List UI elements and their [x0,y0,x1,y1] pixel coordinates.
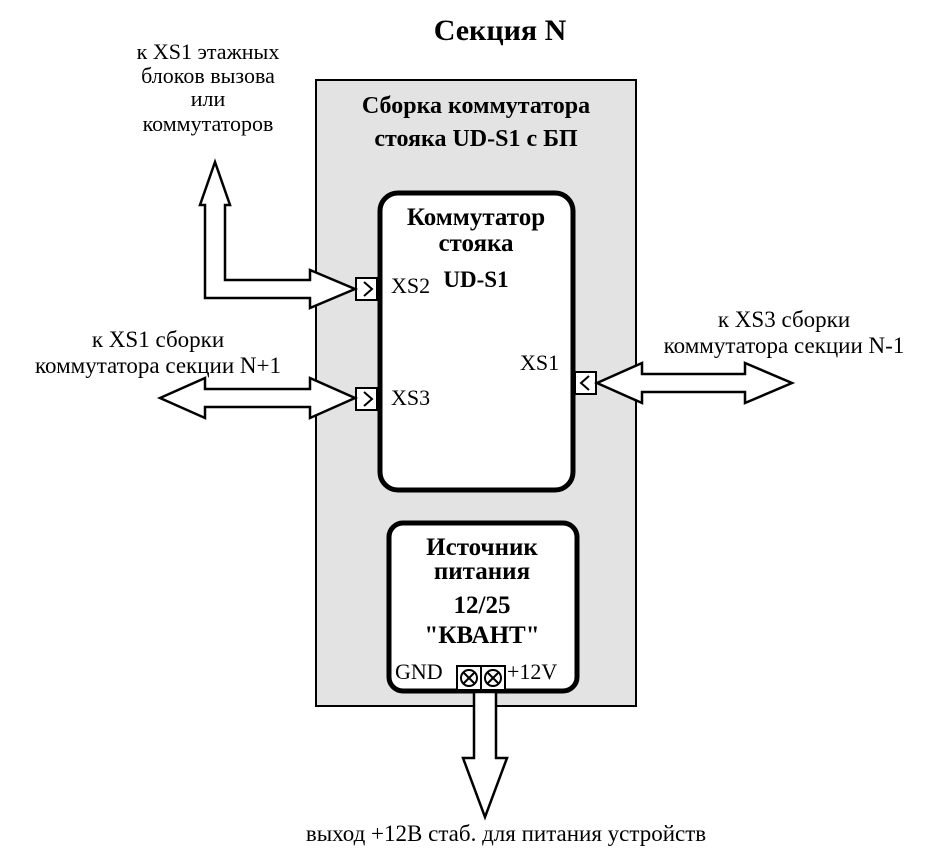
psu-label-4: "КВАНТ" [424,622,539,649]
switch-label-2: стояка [438,230,514,257]
top-left-label-2: блоков вызова [141,63,275,88]
terminal-12v-icon [480,665,506,691]
top-left-label-4: коммутаторов [143,111,274,136]
assembly-label-2: стояка UD-S1 с БП [374,126,578,152]
arrow-to-xs2 [198,158,359,310]
terminal-gnd-icon [456,665,482,691]
switch-box [377,190,576,493]
top-left-label-3: или [191,86,226,111]
port-xs2-label: XS2 [391,273,430,298]
right-label-2: коммутатора секции N-1 [664,333,905,358]
connector-xs1-icon [574,371,597,395]
psu-12v-label: +12V [507,659,557,684]
diagram-title: Секция N [434,14,567,47]
arrow-xs3-bidirectional [156,376,359,420]
left-label-2: коммутатора секции N+1 [35,353,281,378]
connector-xs2-icon [355,277,378,301]
bottom-output-label: выход +12В стаб. для питания устройств [306,821,706,846]
psu-label-2: питания [434,558,530,585]
psu-gnd-label: GND [395,659,443,684]
psu-label-1: Источник [426,534,538,561]
connector-xs3-icon [355,387,378,411]
arrow-xs1-bidirectional [593,361,796,405]
right-label-1: к XS3 сборки [718,307,850,332]
arrow-power-output [461,690,509,821]
port-xs3-label: XS3 [391,385,430,410]
port-xs1-label: XS1 [520,350,559,375]
switch-label-1: Коммутатор [407,204,545,231]
switch-label-3: UD-S1 [443,267,508,292]
left-label-1: к XS1 сборки [92,327,224,352]
top-left-label-1: к XS1 этажных [137,39,280,64]
assembly-label-1: Сборка коммутатора [362,93,590,119]
psu-label-3: 12/25 [454,592,511,619]
